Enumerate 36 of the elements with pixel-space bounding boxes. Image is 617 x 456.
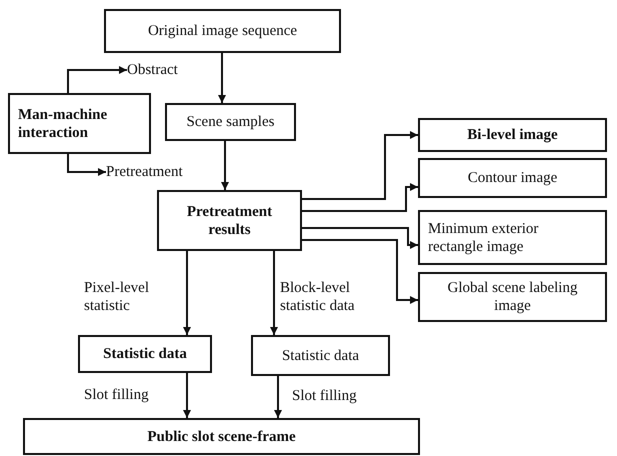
arrow xyxy=(274,376,282,418)
arrow xyxy=(67,66,127,93)
process-box xyxy=(418,272,607,322)
box-text: Scene samples xyxy=(186,113,274,131)
arrow xyxy=(67,154,106,176)
box-text: Man-machine interaction xyxy=(18,106,108,142)
process-box xyxy=(251,335,390,376)
flow-label: Obstract xyxy=(127,61,178,79)
process-box xyxy=(8,93,151,154)
box-text: Bi-level image xyxy=(467,126,558,144)
arrow xyxy=(302,227,418,249)
box-text: Pretreatment results xyxy=(186,202,274,238)
arrow xyxy=(302,239,418,304)
process-box xyxy=(165,103,296,141)
process-box xyxy=(418,118,607,152)
arrow xyxy=(221,141,229,190)
box-text: Minimum exterior rectangle image xyxy=(428,220,540,256)
arrow xyxy=(302,183,418,212)
process-box xyxy=(418,158,607,198)
box-text: Statistic data xyxy=(282,346,360,364)
arrow xyxy=(302,131,418,200)
flow-label: Pretreatment xyxy=(106,163,183,181)
process-box xyxy=(157,190,302,251)
box-text: Statistic data xyxy=(103,345,187,363)
arrow xyxy=(183,373,191,418)
box-text: Original image sequence xyxy=(148,22,298,40)
box-text: Public slot scene-frame xyxy=(147,428,296,446)
process-box xyxy=(78,335,212,373)
process-box xyxy=(418,210,607,265)
box-text: Contour image xyxy=(468,169,558,187)
arrow xyxy=(270,251,278,335)
arrow xyxy=(183,251,191,335)
process-box xyxy=(104,9,341,53)
process-box xyxy=(23,418,420,455)
arrow xyxy=(218,53,226,103)
box-text: Global scene labeling image xyxy=(446,279,578,315)
